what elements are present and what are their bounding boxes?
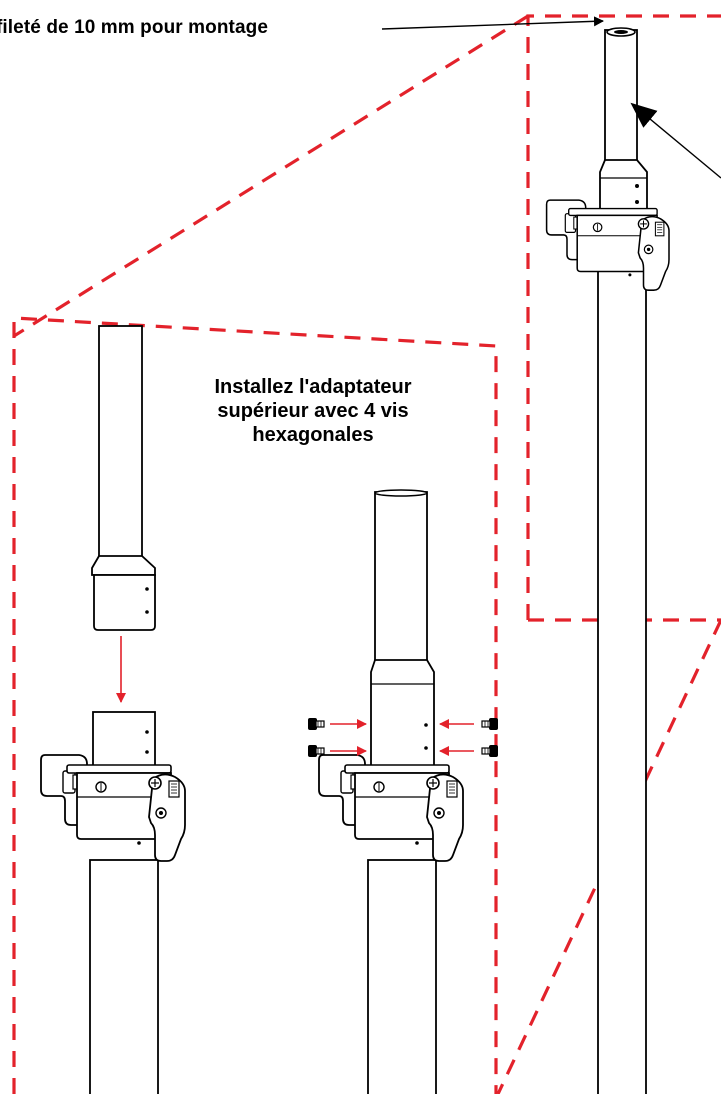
- hex-screw-icon: [481, 717, 499, 731]
- hex-screw-icon: [307, 717, 325, 731]
- install-instruction-line-2: supérieur avec 4 vis: [217, 400, 409, 422]
- pole-after: [318, 489, 464, 1099]
- install-instruction-line-3: hexagonales: [252, 424, 374, 446]
- thread-callout-label: fileté de 10 mm pour montage: [0, 17, 269, 38]
- thread-leader-line: [381, 16, 604, 30]
- hex-screw-icon: [481, 744, 499, 758]
- pole-before: [40, 711, 186, 1099]
- pole-clamp-icon: [318, 754, 464, 862]
- tube-pointer-arrow: [630, 102, 721, 179]
- install-instruction-line-1: Installez l'adaptateur: [214, 376, 412, 398]
- install-instruction: Installez l'adaptateur supérieur avec 4 …: [168, 375, 458, 447]
- adapter-exploded: [91, 325, 156, 631]
- hex-screws: [307, 717, 499, 758]
- assembled-pole: [545, 27, 670, 1099]
- pole-clamp-icon: [40, 754, 186, 862]
